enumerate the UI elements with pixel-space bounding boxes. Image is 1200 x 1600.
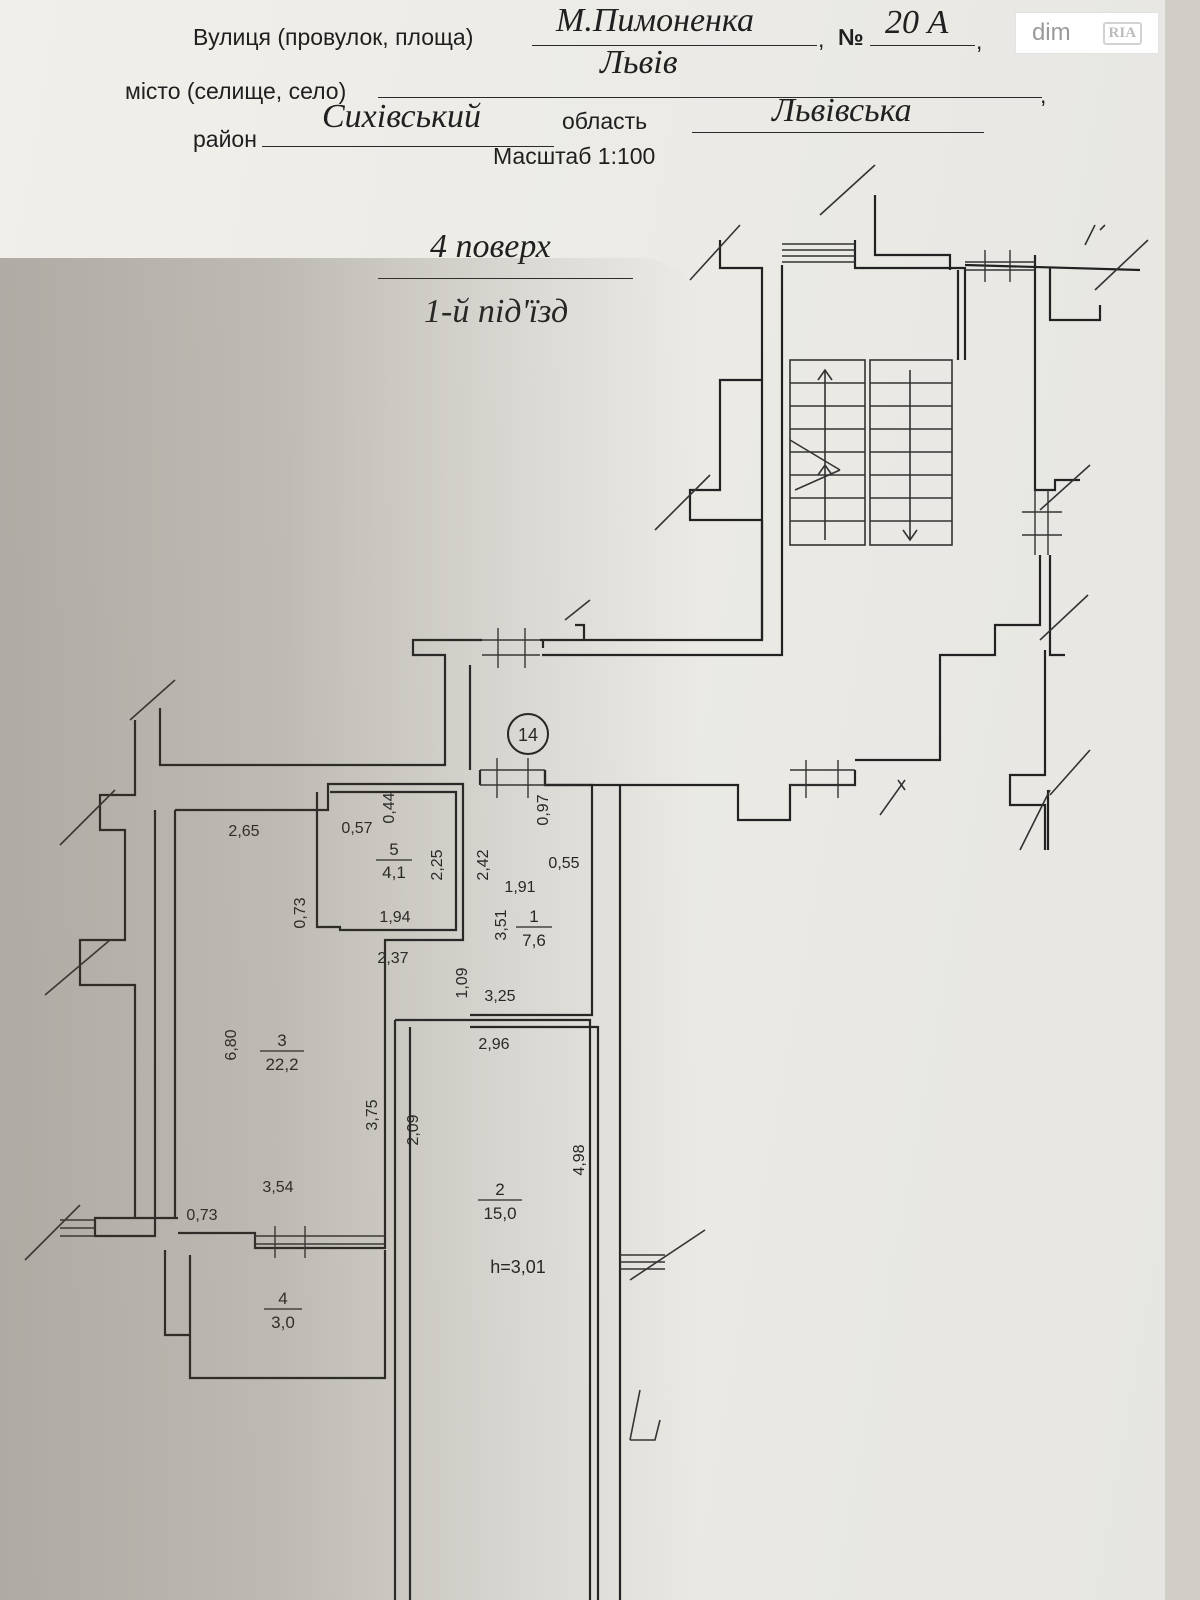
room-4-number: 4 (278, 1289, 287, 1308)
dim-1-91: 1,91 (504, 879, 535, 896)
floor-title: 4 поверх (430, 228, 551, 265)
apartment-number-circle (507, 713, 549, 755)
dim-6-80: 6,80 (223, 1029, 240, 1060)
scale-label: Масштаб 1:100 (493, 143, 656, 169)
dim-2-09: 2,09 (405, 1114, 422, 1145)
city-underline (378, 97, 1042, 98)
room-3-area: 22,2 (265, 1055, 298, 1074)
watermark-brand: dim (1031, 19, 1071, 46)
city-label: місто (селище, село) (125, 78, 347, 104)
right-core (855, 555, 1047, 850)
dim-3-51: 3,51 (493, 909, 510, 940)
floor-title-underline (378, 278, 633, 279)
balcony-outline (163, 1250, 387, 1380)
stair-core-top (853, 195, 967, 360)
comma-2: , (976, 28, 983, 54)
dim-0-57: 0,57 (341, 820, 372, 837)
document-sheet (0, 0, 1165, 1600)
number-underline (870, 45, 975, 46)
comma-3: , (1040, 82, 1047, 108)
dim-2-96: 2,96 (478, 1036, 509, 1053)
street-underline (532, 45, 817, 46)
room3-bottom (178, 1010, 387, 1250)
room2-box (393, 785, 622, 1600)
left-stub (541, 623, 586, 648)
comma-1: , (818, 26, 825, 52)
dim-3-54: 3,54 (262, 1179, 293, 1196)
room-2-number: 2 (495, 1180, 504, 1199)
apartment-left-wall-inner (93, 810, 178, 1238)
window-symbols (60, 243, 1062, 1270)
room-5-area: 4,1 (382, 863, 406, 882)
district-underline (262, 146, 554, 147)
watermark: dim RIA (1015, 12, 1159, 54)
dim-3-75: 3,75 (364, 1099, 381, 1130)
dim-3-25: 3,25 (484, 988, 515, 1005)
apartment-number: 14 (518, 725, 538, 745)
dim-0-44: 0,44 (381, 792, 398, 823)
room-1-number: 1 (529, 907, 538, 926)
dim-2-37: 2,37 (377, 950, 408, 967)
room-1-area: 7,6 (522, 931, 546, 950)
apartment-exterior-left (78, 720, 137, 1218)
district-value: Сихівський (322, 98, 481, 135)
ceiling-height: h=3,01 (490, 1257, 546, 1277)
city-value: Львів (600, 44, 678, 81)
dim-4-98: 4,98 (571, 1144, 588, 1175)
dim-2-42: 2,42 (475, 849, 492, 880)
stair-core (540, 240, 784, 657)
room-5-number: 5 (389, 840, 398, 859)
region-value: Львівська (772, 92, 912, 129)
entrance-title: 1-й під'їзд (424, 293, 569, 330)
dim-1-09: 1,09 (454, 967, 471, 998)
dim-0-73-top: 0,73 (292, 897, 309, 928)
room5-box (315, 790, 458, 932)
break-lines (24, 164, 1149, 1441)
dim-0-73-bottom: 0,73 (186, 1207, 217, 1224)
apartment-left-wall (158, 638, 482, 767)
dim-2-25: 2,25 (429, 849, 446, 880)
district-label: район (193, 126, 257, 152)
street-value: М.Пимоненка (556, 2, 754, 39)
room3-outline (175, 782, 465, 1010)
stairs (789, 359, 953, 546)
stair-core-right (956, 268, 1102, 492)
watermark-ria-logo: RIA (1102, 21, 1143, 45)
room-4-area: 3,0 (271, 1313, 295, 1332)
stair-core-left (688, 378, 764, 640)
street-label: Вулиця (провулок, площа) (193, 24, 474, 50)
dim-0-97: 0,97 (535, 794, 552, 825)
dim-0-55: 0,55 (548, 855, 579, 872)
region-underline (692, 132, 984, 133)
dim-2-65: 2,65 (228, 823, 259, 840)
room-2-area: 15,0 (483, 1204, 516, 1223)
region-label: область (562, 108, 648, 134)
room-3-number: 3 (277, 1031, 286, 1050)
dim-1-94: 1,94 (379, 909, 410, 926)
number-label: № (838, 24, 864, 50)
number-value: 20 А (885, 4, 949, 41)
room2-inner (408, 1025, 600, 1600)
right-core-inner (1046, 555, 1065, 850)
